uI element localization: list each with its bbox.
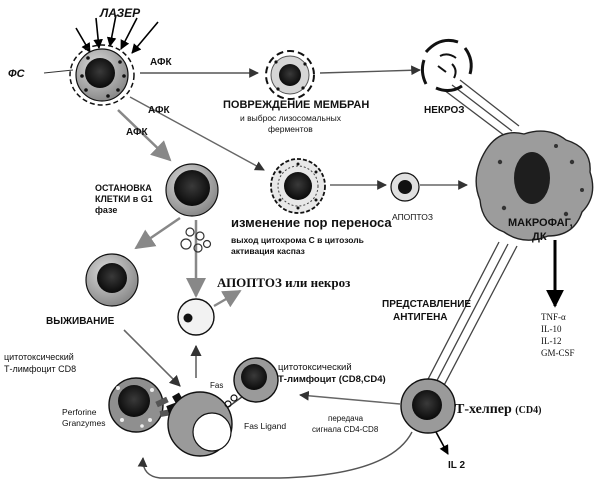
- perforine-label: Perforine: [62, 407, 97, 417]
- ctl-left-line-2: Т-лимфоцит CD8: [4, 364, 76, 374]
- transfer-line-1: передача: [328, 414, 364, 423]
- ctl-mid-line-2: Т-лимфоцит (CD8,CD4): [278, 374, 386, 385]
- target-cell: [167, 391, 233, 457]
- fs-label: ФС: [8, 68, 26, 80]
- survival-label: ВЫЖИВАНИЕ: [46, 316, 115, 327]
- macrophage-cell: [475, 130, 594, 241]
- arrest-line-2: КЛЕТКИ в G1: [95, 194, 153, 204]
- survival-cell: [85, 253, 139, 307]
- laser-ray: [93, 17, 103, 49]
- pores-cell: [270, 158, 326, 214]
- arrow-afk-pores: [129, 96, 265, 171]
- afk-label-3: АФК: [126, 127, 149, 138]
- arrow-arrest-survival: [134, 216, 181, 250]
- small-white-cell: [177, 298, 215, 336]
- arrow-thelper-il2: [435, 431, 449, 455]
- arrow-small-up: [213, 290, 242, 308]
- afk-label-2: АФК: [148, 105, 171, 116]
- cytokine-il10: IL-10: [541, 324, 562, 334]
- antigen-line-2: АНТИГЕНА: [393, 312, 448, 323]
- apoptotic-cell: [390, 172, 420, 202]
- arrow-thelper-ctl: [299, 390, 401, 405]
- afk-label-1: АФК: [150, 57, 173, 68]
- macrophage-line-1: МАКРОФАГ,: [508, 217, 573, 229]
- membrane-title: ПОВРЕЖДЕНИЕ МЕМБРАН: [223, 99, 369, 111]
- ctl-left-line-1: цитотоксический: [4, 352, 74, 362]
- arrow-afk-arrest: [117, 109, 172, 162]
- arrow-survival-target: [123, 329, 181, 387]
- transfer-line-2: сигнала CD4-CD8: [312, 425, 379, 434]
- ctl-cd8-cell: [108, 377, 164, 433]
- fas-label: Fas: [210, 381, 223, 390]
- cytokine-il12: IL-12: [541, 336, 562, 346]
- arrest-line-3: фазе: [95, 205, 117, 215]
- fas-ligand-label: Fas Ligand: [244, 421, 286, 431]
- fs-pointer: [43, 69, 74, 74]
- arrow-membrane-necrosis: [319, 65, 421, 76]
- cytokine-gmcsf: GM-CSF: [541, 348, 575, 358]
- membrane-damaged-cell: [265, 50, 315, 100]
- ctl-mid-line-1: цитотоксический: [278, 362, 352, 373]
- thelper-label: Т-хелпер (CD4): [455, 402, 541, 417]
- arrow-necrosis-macrophage: [443, 89, 506, 137]
- arrest-cell: [165, 163, 219, 217]
- fas-receptor: [224, 394, 238, 408]
- ctl-cd8-cd4-cell: [233, 357, 279, 403]
- apoptosis-label: АПОПТОЗ: [392, 212, 433, 222]
- arrow-macrophage-thelper: [423, 241, 500, 388]
- cytokine-tnf: TNF-α: [541, 312, 566, 322]
- arrow-thelper-loop: [137, 431, 413, 479]
- ps-cell: [69, 44, 135, 106]
- laser-ray: [131, 21, 159, 54]
- thelper-main: Т-хелпер: [455, 402, 512, 417]
- laser-ray: [120, 17, 138, 50]
- apoptosis-or-necrosis-label: АПОПТОЗ или некроз: [217, 275, 350, 290]
- arrows: [43, 14, 564, 479]
- pores-sub-1: выход цитохрома С в цитозоль: [231, 235, 364, 245]
- antigen-line-1: ПРЕДСТАВЛЕНИЕ: [382, 299, 471, 310]
- pores-sub-2: активация каспаз: [231, 246, 305, 256]
- labels: ЛАЗЕР ФС АФК АФК АФК ПОВРЕЖДЕНИЕ МЕМБРАН…: [4, 6, 575, 471]
- il2-label: IL 2: [448, 460, 465, 471]
- granzymes-label: Granzymes: [62, 418, 105, 428]
- laser-ray: [106, 14, 117, 47]
- necrosis-cell: [420, 38, 473, 93]
- membrane-sub-2: ферментов: [268, 124, 313, 134]
- membrane-sub-1: и выброс лизосомальных: [240, 113, 342, 123]
- thelper-cell: [400, 378, 456, 434]
- pores-title: изменение пор переноса: [231, 215, 392, 230]
- thelper-cd4: (CD4): [515, 405, 541, 416]
- macrophage-line-2: ДК: [532, 231, 547, 243]
- arrest-line-1: ОСТАНОВКА: [95, 183, 152, 193]
- necrosis-label: НЕКРОЗ: [424, 105, 465, 116]
- laser-label: ЛАЗЕР: [99, 6, 141, 20]
- apoptotic-bodies: [180, 227, 212, 253]
